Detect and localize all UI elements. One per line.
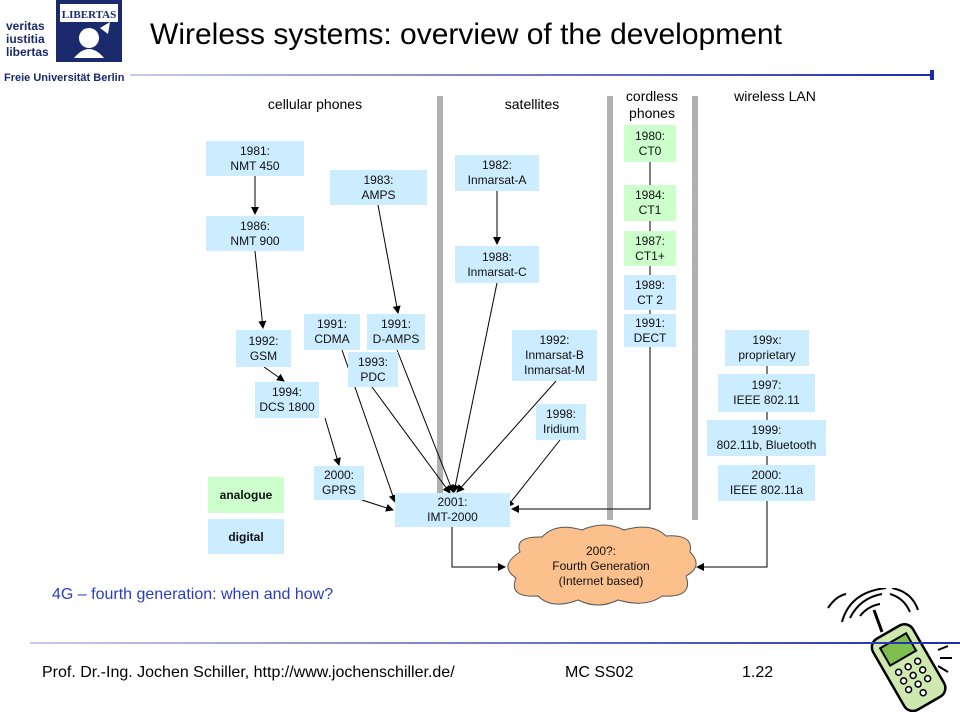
node-dcs1800: 1994:DCS 1800 [255,382,319,418]
node-gsm: 1992:GSM [236,330,291,367]
footer-divider [30,642,960,644]
node-ct0: 1980:CT0 [624,125,676,162]
university-seal-icon: LIBERTAS [56,0,122,62]
university-name: Freie Universität Berlin [4,72,125,84]
mobile-phone-clipart-icon [820,588,955,712]
node-nmt900: 1986:NMT 900 [206,216,304,251]
node-ieee80211a: 2000:IEEE 802.11a [718,465,815,501]
question-text: 4G – fourth generation: when and how? [52,586,334,603]
legend-digital: digital [208,519,284,554]
column-header-satellites: satellites [504,96,560,112]
node-inmarsat-c: 1988:Inmarsat-C [455,246,539,283]
column-header-cellular: cellular phones [267,96,363,112]
node-amps: 1983:AMPS [330,170,427,205]
node-iridium: 1998:Iridium [536,404,586,440]
legend-analogue: analogue [208,477,284,513]
node-ct1-plus: 1987:CT1+ [624,231,676,266]
node-ieee80211: 1997:IEEE 802.11 [718,374,815,412]
logo-motto: veritas iustitia libertas [6,19,49,59]
node-nmt450: 1981:NMT 450 [206,141,304,176]
column-header-wlan: wireless LAN [734,88,816,104]
title-divider-end [930,70,934,80]
column-header-cordless: cordless phones [625,88,679,121]
footer-author: Prof. Dr.-Ing. Jochen Schiller, http://w… [42,664,455,681]
cloud-shape [507,524,697,606]
node-gprs: 2000:GPRS [314,466,364,500]
svg-text:LIBERTAS: LIBERTAS [62,9,116,21]
university-logo: veritas iustitia libertas LIBERTAS Freie… [0,0,125,92]
node-ct1: 1984:CT1 [624,185,676,221]
node-proprietary: 199x:proprietary [725,330,809,366]
node-imt2000: 2001:IMT-2000 [395,493,510,527]
node-d-amps: 1991:D-AMPS [367,314,425,350]
title-divider [130,74,930,76]
separator-satellites [437,96,443,520]
separator-wlan [692,96,698,520]
node-cdma: 1991:CDMA [304,314,360,350]
node-pdc: 1993:PDC [348,352,398,387]
footer-page-number: 1.22 [742,664,774,681]
footer-course: MC SS02 [565,664,634,681]
separator-cordless [607,96,613,520]
node-inmarsat-a: 1982:Inmarsat-A [455,155,539,191]
slide-title: Wireless systems: overview of the develo… [150,18,782,51]
node-ct2: 1989:CT 2 [624,275,676,310]
cloud-4g-text: 200?: Fourth Generation (Internet based) [552,544,650,588]
node-dect: 1991:DECT [624,314,676,347]
node-80211b-bluetooth: 1999:802.11b, Bluetooth [707,420,826,456]
